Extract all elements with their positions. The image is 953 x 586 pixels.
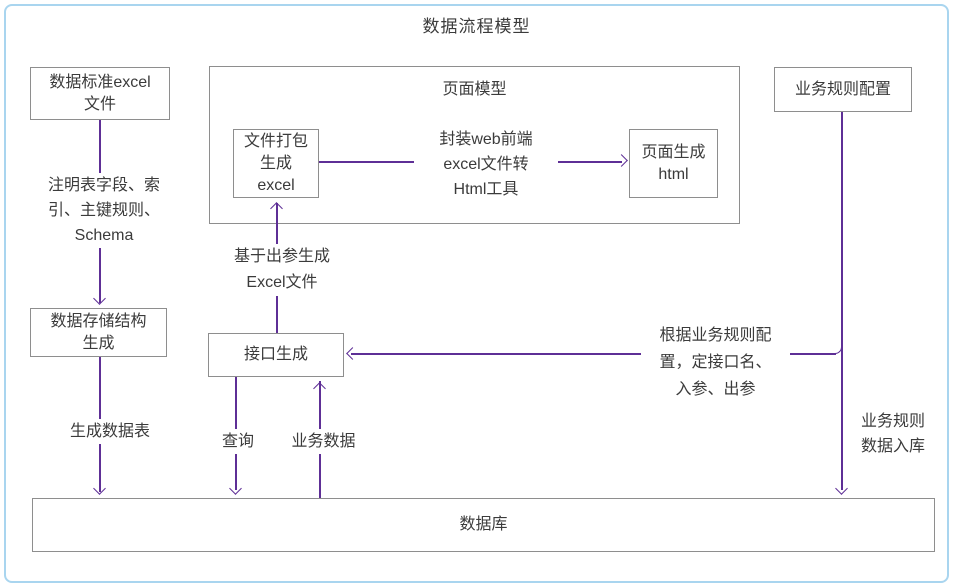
label-rule-into-db: 业务规则 数据入库 xyxy=(852,409,934,459)
connector-rule-to-api xyxy=(351,353,836,355)
label-query: 查询 xyxy=(212,429,264,454)
node-api-generate: 接口生成 xyxy=(208,333,344,377)
connector-rule-to-db xyxy=(841,112,843,490)
label-based-on-output: 基于出参生成 Excel文件 xyxy=(210,244,354,296)
node-data-storage-gen: 数据存储结构 生成 xyxy=(30,308,167,357)
node-page-generate-html: 页面生成 html xyxy=(629,129,718,198)
label-business-data: 业务数据 xyxy=(284,429,363,454)
label-rule-define-api: 根据业务规则配 置，定接口名、 入参、出参 xyxy=(641,322,790,403)
node-file-package-excel: 文件打包 生成 excel xyxy=(233,129,319,198)
label-wrap-web-tool: 封装web前端 excel文件转 Html工具 xyxy=(414,127,558,202)
node-database: 数据库 xyxy=(32,498,935,552)
page-model-title: 页面模型 xyxy=(442,81,507,98)
node-data-standard-excel: 数据标准excel 文件 xyxy=(30,67,170,120)
label-annotate-schema: 注明表字段、索 引、主键规则、 Schema xyxy=(35,173,173,248)
node-business-rule-config: 业务规则配置 xyxy=(774,67,912,112)
label-generate-table: 生成数据表 xyxy=(48,419,172,444)
diagram-title: 数据流程模型 xyxy=(422,17,531,36)
